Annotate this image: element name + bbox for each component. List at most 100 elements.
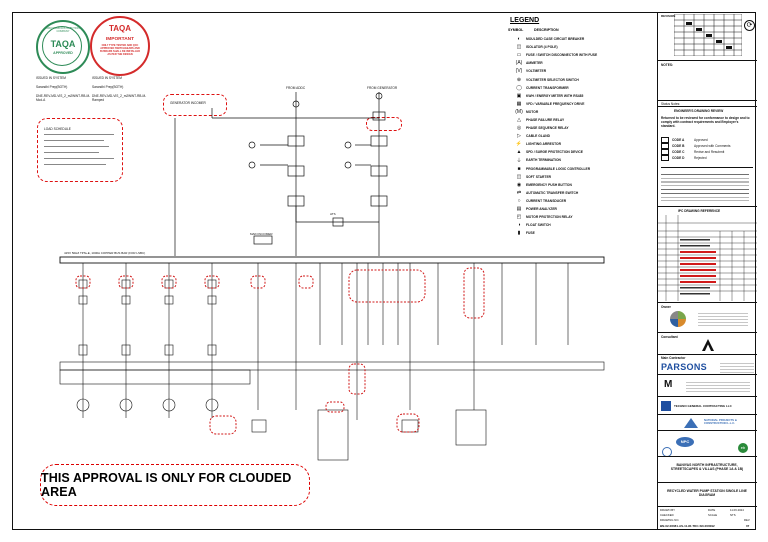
legend-description: FLOAT SWITCH <box>526 223 551 228</box>
feeder-pump-1 <box>76 263 90 418</box>
approval-notice: THIS APPROVAL IS ONLY FOR CLOUDED AREA <box>40 464 310 506</box>
legend-symbol-icon: ⇄ <box>516 189 522 196</box>
legend-symbol-icon: ▣ <box>516 92 522 99</box>
legend-symbol-icon: ○ <box>517 197 521 204</box>
drawing-no-label: DRAWING NO. <box>660 518 680 522</box>
npc-triangle-icon <box>684 418 698 428</box>
legend-title: LEGEND <box>510 17 540 24</box>
legend-item: ○CURRENT TRANSDUCER <box>512 197 654 205</box>
cloud-incomer-right <box>366 117 402 131</box>
legend-description: MOTOR <box>526 109 539 114</box>
busbar-label: 415V 50HZ TPN+E, 1000A COPPER BUS BAR (F… <box>64 251 146 255</box>
npc-logo-icon: NPC <box>676 437 694 447</box>
legend-description: VFD / VARIABLE FREQUENCY DRIVE <box>526 101 585 106</box>
subcontractor-name: TECHNO GENERAL CONTRACTING LLC <box>674 404 732 408</box>
feeder-pump-4 <box>205 263 219 418</box>
feeder-pump-2 <box>119 263 133 418</box>
ipc-table <box>658 215 757 301</box>
legend-symbol-icon: ▲ <box>516 149 522 156</box>
legend-item: (M)MOTOR <box>512 108 654 116</box>
legend-description: PHASE FAILURE RELAY <box>526 117 565 122</box>
drawing-border <box>12 12 756 530</box>
legend-description: PROGRAMMABLE LOGIC CONTROLLER <box>526 166 591 171</box>
checked-label: CHECKED <box>660 513 674 517</box>
taqa-red-brand: TAQA <box>108 24 132 33</box>
status-row: Status Notes: <box>658 100 757 106</box>
legend-symbol-icon: ▷ <box>517 133 521 140</box>
legend-description: FUSE / SWITCH DISCONNECTOR WITH FUSE <box>526 53 598 58</box>
cloud-note-2: GENERATOR INCOMER <box>170 101 206 105</box>
stamp-note-right-1: ISSUED IN SYSTEM <box>92 76 122 80</box>
legend-description: AMMETER <box>526 61 543 66</box>
legend-item: ▷ CABLE GLAND <box>512 132 654 140</box>
legend-description: KWH / ENERGY METER WITH RS485 <box>526 93 584 98</box>
legend-description: CABLE GLAND <box>526 134 550 139</box>
taqa-red-body: ONLY TYPE TESTED AND QCC APPROVED SWITCH… <box>99 44 141 56</box>
legend-symbol-icon: (V) <box>515 68 523 75</box>
contractor-label: Main Contractor <box>661 356 686 360</box>
code-d: CODE D <box>672 156 685 160</box>
legend-description: EMERGENCY PUSH BUTTON <box>526 182 572 187</box>
code-a: CODE A <box>672 138 685 142</box>
revision-header: REVISION <box>661 14 676 18</box>
ipc-title: IPC DRAWING REFERENCE <box>678 209 721 213</box>
legend-item: ▲ SPD / SURGE PROTECTION DEVICE <box>512 148 654 156</box>
stamp-note-left-2: Sarandhi Prep(BOTH) <box>36 85 68 89</box>
consultant-logo-icon <box>702 339 714 351</box>
legend-item: ◯CURRENT TRANSFORMER <box>512 84 654 92</box>
legend-symbol-icon: ▤ <box>516 206 522 213</box>
engineer-review-text: Returned to be reviewed for conformance … <box>661 116 750 128</box>
code-a-desc: Approved <box>694 138 708 142</box>
legend-description: SPD / SURGE PROTECTION DEVICE <box>526 150 583 155</box>
legend-description: CURRENT TRANSFORMER <box>526 85 569 90</box>
legend-symbol-icon: ⏚ <box>516 157 522 164</box>
consultant-label: Consultant <box>661 335 678 339</box>
feeders-group <box>59 263 605 461</box>
notes-section: NOTES: <box>658 60 757 100</box>
legend-item: ▤ POWER ANALYZER <box>512 205 654 213</box>
taqa-red-stamp: TAQA IMPORTANT ONLY TYPE TESTED AND QCC … <box>90 16 150 76</box>
legend-description: VOLTMETER <box>526 69 547 74</box>
drawn-by-label: DRAWN BY <box>660 508 675 512</box>
ipc-reference: IPC DRAWING REFERENCE <box>658 206 757 302</box>
legend-item: ⏚EARTH TERMINATION <box>512 156 654 164</box>
legend-item: ⊕ VOLTMETER SELECTOR SWITCH <box>512 75 654 83</box>
date-label: DATE <box>708 508 716 512</box>
legend-symbol-icon: ▮ <box>517 230 521 237</box>
legend-item: ◰MOTOR PROTECTION RELAY <box>512 213 654 221</box>
legend-item: ⇄AUTOMATIC TRANSFER SWITCH <box>512 189 654 197</box>
owner-label: Owner <box>661 305 671 309</box>
legend-description: ISOLATOR (4 POLE) <box>526 45 558 50</box>
ats-label: ATS <box>330 212 336 216</box>
legend-description: MOULDED CASE CIRCUIT BREAKER <box>526 37 585 42</box>
mk-logo-icon: M <box>664 379 673 390</box>
legend-symbol-icon: ◑ <box>517 222 521 229</box>
stamp-note-left-3: DNE-REV-MD-VIS_2_m2WWT-RB-M-Mcd-A <box>36 94 91 102</box>
code-b-desc: Approved with Comments <box>694 144 731 148</box>
legend-description: FUSE <box>526 231 535 236</box>
taqa-red-title: IMPORTANT <box>105 37 135 42</box>
legend-item: ◫ISOLATOR (4 POLE) <box>512 43 654 51</box>
legend-item: ▣ KWH / ENERGY METER WITH RS485 <box>512 92 654 100</box>
legend-item: (A)AMMETER <box>512 59 654 67</box>
scale-label: SCALE <box>708 513 718 517</box>
legend-item: ◎PHASE SEQUENCE RELAY <box>512 124 654 132</box>
taqa-green-ring: ABU DHABI DISTRIBUTION COMPANY <box>46 27 80 33</box>
stamp-note-left: ISSUED IN SYSTEM Sarandhi Prep(BOTH) DNE… <box>36 76 96 102</box>
title-block: REVISION ⟳ NOT <box>657 12 757 530</box>
legend-symbol-icon: ⊕ <box>516 76 522 83</box>
legend-description: MOTOR PROTECTION RELAY <box>526 215 573 220</box>
cloud-gen-incomer: GENERATOR INCOMER <box>163 94 227 116</box>
parsons-logo: PARSONS <box>661 362 707 372</box>
legend-description: POWER ANALYZER <box>526 207 557 212</box>
engineer-review-title: ENGINEER'S DRAWING REVIEW <box>674 109 724 113</box>
npc-name: NATIONAL PROJECTS & CONSTRUCTION L.L.C. <box>704 418 737 426</box>
legend-item: ⚡LIGHTING ARRESTOR <box>512 140 654 148</box>
stamp-note-right-2: Sarandhi Prep(BOTH) <box>92 85 124 89</box>
legend-description: VOLTMETER SELECTOR SWITCH <box>526 77 579 82</box>
legend-rows: ◐MOULDED CASE CIRCUIT BREAKER◫ISOLATOR (… <box>512 35 654 237</box>
legend-symbol-icon: ⚡ <box>515 141 523 148</box>
npc-section: NATIONAL PROJECTS & CONSTRUCTION L.L.C. <box>658 414 757 430</box>
legend-item: ■PROGRAMMABLE LOGIC CONTROLLER <box>512 165 654 173</box>
